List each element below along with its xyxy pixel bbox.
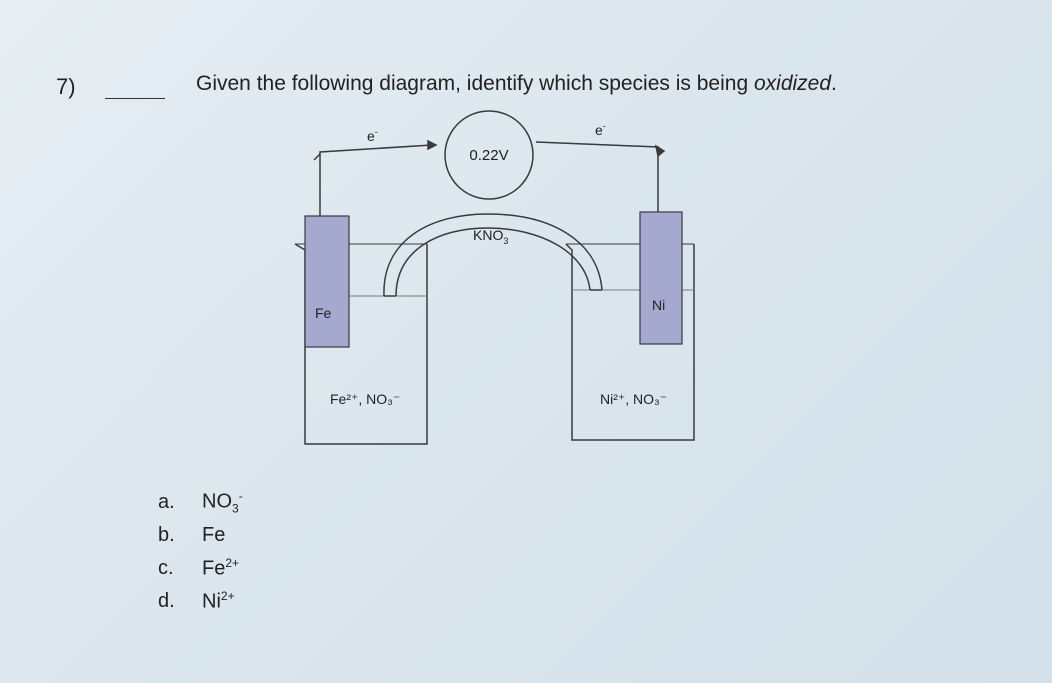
answer-choices: a. NO3- b. Fe c. Fe2+ d. Ni2+ [158,486,243,618]
ni-electrode-label: Ni [652,297,665,313]
choice-a[interactable]: a. NO3- [158,486,243,519]
right-solution-label: Ni²⁺, NO₃⁻ [600,391,667,407]
choice-c-letter: c. [158,557,174,579]
salt-bridge-label: KNO3 [473,227,508,246]
right-arrowhead [654,144,666,158]
choice-d-text: Ni2+ [202,589,235,613]
choice-a-text: NO3- [202,489,243,516]
fe-electrode [304,215,350,348]
choice-d-letter: d. [158,590,175,612]
electron-label-left: e- [367,127,378,144]
choice-b-letter: b. [158,524,175,546]
voltmeter [444,110,534,200]
choice-c[interactable]: c. Fe2+ [158,552,243,585]
right-wire [535,141,659,212]
left-beaker [294,243,428,445]
choice-b[interactable]: b. Fe [158,519,243,552]
electron-label-right: e- [595,121,606,138]
left-wire-tick [313,153,321,161]
left-solution-label: Fe²⁺, NO₃⁻ [330,391,400,407]
choice-d[interactable]: d. Ni2+ [158,585,243,618]
left-wire [319,144,433,216]
ni-electrode [639,211,683,345]
choice-b-text: Fe [202,524,226,546]
voltmeter-label: 0.22V [469,147,508,164]
salt-bridge-inner [395,227,591,297]
question-text-main: Given the following diagram, identify wh… [196,72,754,95]
question-text: Given the following diagram, identify wh… [196,72,837,96]
question-text-emphasis: oxidized [753,72,832,95]
left-arrowhead [427,139,438,151]
choice-c-text: Fe2+ [202,556,240,580]
answer-blank[interactable] [105,98,165,99]
fe-electrode-label: Fe [315,305,332,321]
salt-bridge-outer [383,213,603,297]
question-number: 7) [56,74,76,99]
right-beaker [565,243,695,441]
question-text-end: . [831,72,837,95]
choice-a-letter: a. [158,491,175,513]
